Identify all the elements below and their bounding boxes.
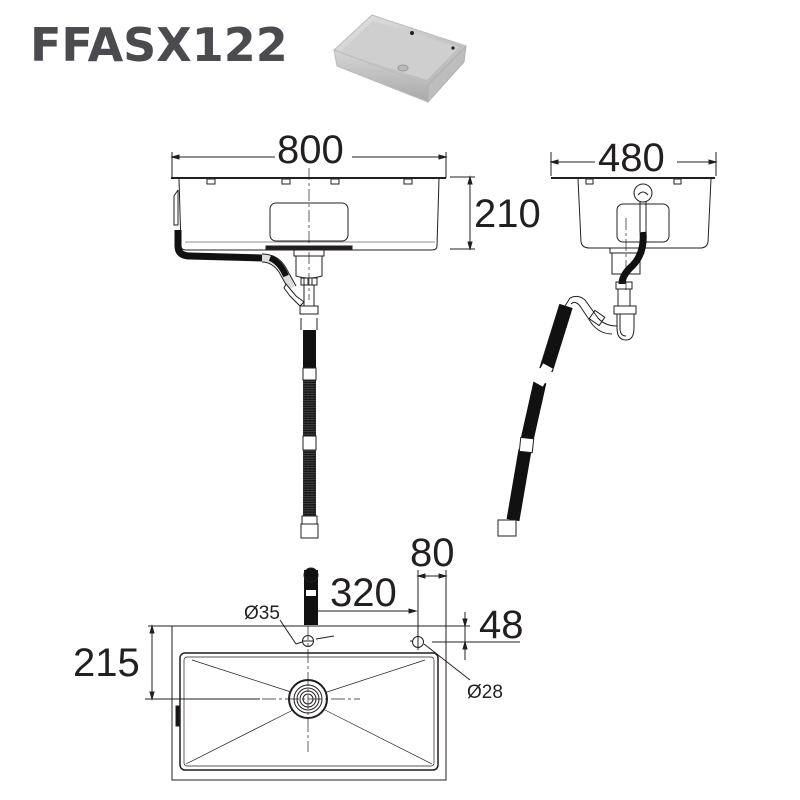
front-view (170, 152, 475, 539)
dimension-210-label: 210 (474, 192, 541, 236)
dimension-80-label: 80 (410, 531, 455, 575)
height-dimension-210 (450, 175, 475, 251)
top-view (145, 567, 520, 781)
dimension-48-label: 48 (479, 603, 524, 647)
side-view (497, 152, 718, 537)
side-hole-diameter-label: Ø28 (467, 682, 503, 703)
dimension-215-label: 215 (73, 641, 140, 685)
model-title: FFASX122 (30, 18, 288, 72)
width-dimension-480 (549, 152, 718, 176)
dimension-480-label: 480 (598, 136, 665, 180)
dimension-800-label: 800 (277, 128, 344, 172)
dimension-320-label: 320 (330, 571, 397, 615)
tap-hole-diameter-label: Ø35 (244, 603, 280, 624)
width-dimension-800 (170, 152, 448, 178)
sink-photo-icon (333, 14, 467, 104)
